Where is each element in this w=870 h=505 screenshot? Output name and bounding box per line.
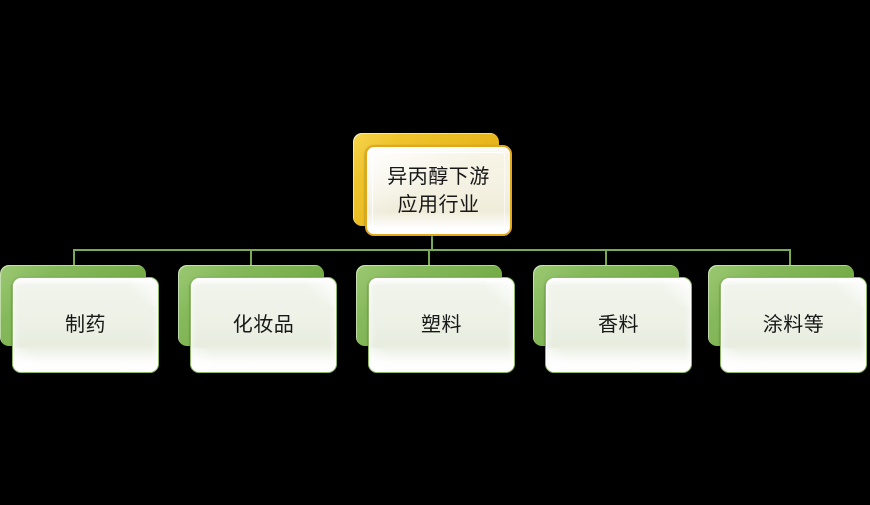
- connector-stem-4: [605, 249, 607, 267]
- bevel-shadow-icon: [193, 348, 223, 370]
- node-child-1-label: 制药: [65, 312, 106, 337]
- node-child-3-face[interactable]: 塑料: [368, 277, 515, 373]
- bevel-highlight-icon: [486, 280, 512, 306]
- node-child-4-label: 香料: [598, 312, 639, 337]
- node-child-2-label: 化妆品: [232, 312, 295, 337]
- connector-stem-2: [250, 249, 252, 267]
- node-child-5-label: 涂料等: [762, 312, 825, 337]
- connector-stem-5: [789, 249, 791, 267]
- node-child-3-label: 塑料: [421, 312, 462, 337]
- node-child-2-face[interactable]: 化妆品: [190, 277, 337, 373]
- connector-stem-3: [428, 249, 430, 267]
- bevel-highlight-icon: [663, 280, 689, 306]
- bevel-shadow-icon: [723, 348, 753, 370]
- node-root-face[interactable]: 异丙醇下游 应用行业: [365, 145, 512, 236]
- node-child-1-face[interactable]: 制药: [12, 277, 159, 373]
- bevel-shadow-icon: [15, 348, 45, 370]
- node-child-5-face[interactable]: 涂料等: [720, 277, 867, 373]
- bevel-shadow-icon: [371, 348, 401, 370]
- bevel-shadow-icon: [548, 348, 578, 370]
- node-root-label: 异丙醇下游 应用行业: [387, 163, 490, 216]
- connector-root-stem: [431, 235, 433, 250]
- connector-stem-1: [73, 249, 75, 267]
- bevel-highlight-icon: [308, 280, 334, 306]
- node-child-4-face[interactable]: 香料: [545, 277, 692, 373]
- bevel-highlight-icon: [838, 280, 864, 306]
- bevel-highlight-icon: [130, 280, 156, 306]
- connector-horizontal-bus: [73, 249, 791, 251]
